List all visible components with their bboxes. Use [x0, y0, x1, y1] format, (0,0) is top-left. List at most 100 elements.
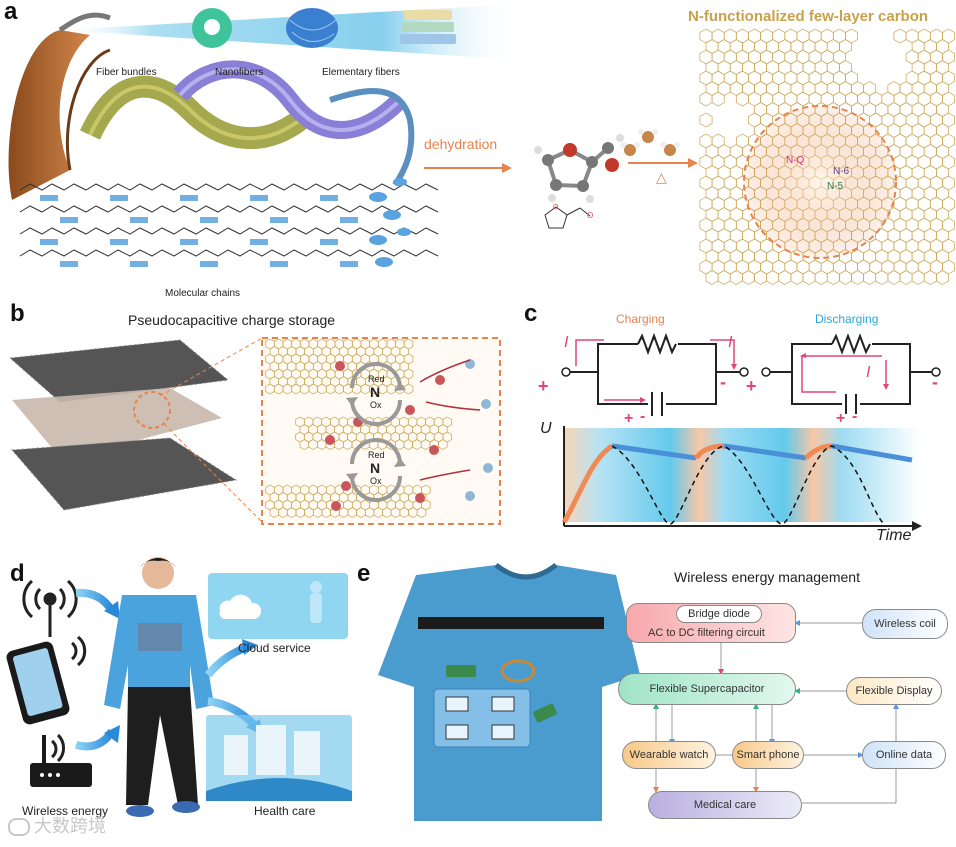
panel-a: O O Fiber bundles Nanofibers Elementary …	[0, 0, 956, 300]
node-flexible-supercapacitor: Flexible Supercapacitor	[618, 673, 796, 705]
watermark-text: 大数跨境	[34, 816, 106, 836]
label-minus-charging: -	[720, 372, 726, 392]
panel-c-graphics	[561, 333, 941, 531]
panel-label-a: a	[4, 0, 18, 25]
label-current-discharge: I	[866, 364, 871, 381]
label-health-care: Health care	[254, 804, 316, 818]
panel-label-d: d	[10, 560, 25, 587]
label-delta: △	[656, 169, 667, 185]
label-time-axis: Time	[876, 527, 912, 544]
ammonia-molecules	[620, 129, 680, 156]
redox-cycle-bottom	[346, 438, 406, 502]
label-plus-charging: +	[538, 376, 549, 396]
electrolyte-ions	[325, 359, 493, 511]
label-red-bottom: Red	[368, 450, 385, 460]
zoom-circle	[133, 391, 171, 429]
cloud-icon	[219, 594, 262, 619]
label-discharging: Discharging	[815, 312, 879, 326]
panel-c: Charging Discharging I I I + - + - + - +…	[520, 300, 956, 550]
node-smart-phone: Smart phone	[732, 741, 804, 769]
svg-text:O: O	[553, 204, 559, 211]
label-charging: Charging	[616, 312, 665, 326]
panel-a-title: N-functionalized few-layer carbon	[688, 8, 929, 25]
label-minus-discharging: -	[932, 372, 938, 392]
self-discharge-dashed-curve	[611, 445, 885, 525]
charging-curve-3	[804, 443, 833, 460]
fiber-bundle-rope	[8, 30, 91, 200]
panel-e-title: Wireless energy management	[674, 569, 860, 585]
person-wearing-smart-shirt	[104, 557, 214, 817]
signal-arrow-top	[75, 588, 116, 614]
label-current-right: I	[728, 334, 733, 351]
nitrogen-doping-highlight	[743, 105, 897, 259]
panel-d-graphics	[6, 557, 352, 817]
label-n-6: N-6	[833, 166, 850, 177]
node-online-data: Online data	[862, 741, 946, 769]
discharge-curve-3	[831, 443, 913, 463]
svg-text:O: O	[587, 211, 593, 220]
wireless-coil	[500, 659, 536, 683]
furfural-molecule	[534, 134, 624, 203]
label-current-left: I	[564, 334, 569, 351]
label-cap-plus-discharging: +	[836, 410, 846, 427]
label-n-5: N-5	[827, 181, 844, 192]
panel-b-title: Pseudocapacitive charge storage	[128, 312, 336, 328]
label-n-top: N	[370, 384, 381, 400]
energy-flow-connectors	[655, 622, 897, 804]
node-wearable-watch: Wearable watch	[622, 741, 716, 769]
label-red-top: Red	[368, 374, 385, 384]
panel-label-c: c	[524, 300, 538, 327]
label-nanofibers: Nanofibers	[215, 67, 264, 78]
electrode-band	[418, 617, 604, 629]
smart-tshirt-photo	[378, 563, 640, 821]
yarn-icon	[286, 8, 338, 48]
label-wireless-energy: Wireless energy	[22, 804, 109, 818]
single-fibril	[329, 88, 415, 187]
discharge-curve-1	[611, 443, 697, 461]
discharging-circuit	[768, 343, 934, 405]
circuit-board	[446, 665, 476, 677]
label-cap-plus-charging: +	[624, 410, 634, 427]
discharge-curve-2	[723, 443, 807, 461]
panel-b-graphics	[8, 337, 501, 525]
chain-ring-blocks	[40, 195, 358, 267]
panel-label-b: b	[10, 300, 25, 327]
panel-a-graphics: O O	[8, 4, 955, 285]
label-molecular-chains: Molecular chains	[165, 288, 241, 299]
molecular-chains-structure	[19, 183, 439, 257]
top-fabric-layer	[10, 340, 228, 402]
smartphone-icon	[6, 635, 87, 725]
label-cap-minus-charging: -	[640, 408, 646, 425]
router-icon	[30, 733, 92, 787]
antenna-signal-icon	[22, 579, 78, 637]
node-wireless-coil: Wireless coil	[862, 609, 948, 639]
label-fiber-bundles: Fiber bundles	[96, 67, 157, 78]
label-ox-top: Ox	[370, 400, 382, 410]
watermark-logo-icon	[8, 818, 30, 837]
panel-b: Pseudocapacitive charge storage	[0, 300, 520, 540]
ion-flow-arrows	[419, 359, 481, 481]
label-cloud-service: Cloud service	[238, 641, 311, 655]
node-flexible-display: Flexible Display	[846, 677, 942, 705]
panel-d: Cloud service Health care Wireless energ…	[0, 555, 356, 847]
charge-discharge-background	[564, 428, 920, 522]
panel-label-e: e	[357, 560, 371, 587]
label-plus-discharging: +	[746, 376, 757, 396]
label-n-bottom: N	[370, 460, 381, 476]
fabric-stack-icon	[404, 10, 452, 20]
label-elementary-fibers: Elementary fibers	[322, 67, 400, 78]
watermark: 大数跨境	[8, 812, 106, 838]
label-u-axis: U	[540, 420, 552, 437]
node-medical-care: Medical care	[648, 791, 802, 819]
label-ox-bottom: Ox	[370, 476, 382, 486]
node-bridge-diode: Bridge diode	[676, 605, 762, 623]
chain-zoom-hexagons	[369, 178, 411, 267]
charging-curve-1	[561, 443, 614, 524]
label-ac-dc: AC to DC filtering circuit	[648, 627, 765, 639]
furfural-skeletal-formula	[544, 206, 591, 229]
label-cap-minus-discharging: -	[852, 408, 858, 425]
redox-cycle-top	[346, 362, 406, 426]
panel-e: Wireless energy management Bridge diode …	[356, 555, 956, 847]
bottom-fabric-layer	[12, 438, 236, 510]
label-n-q: N-Q	[786, 155, 805, 166]
